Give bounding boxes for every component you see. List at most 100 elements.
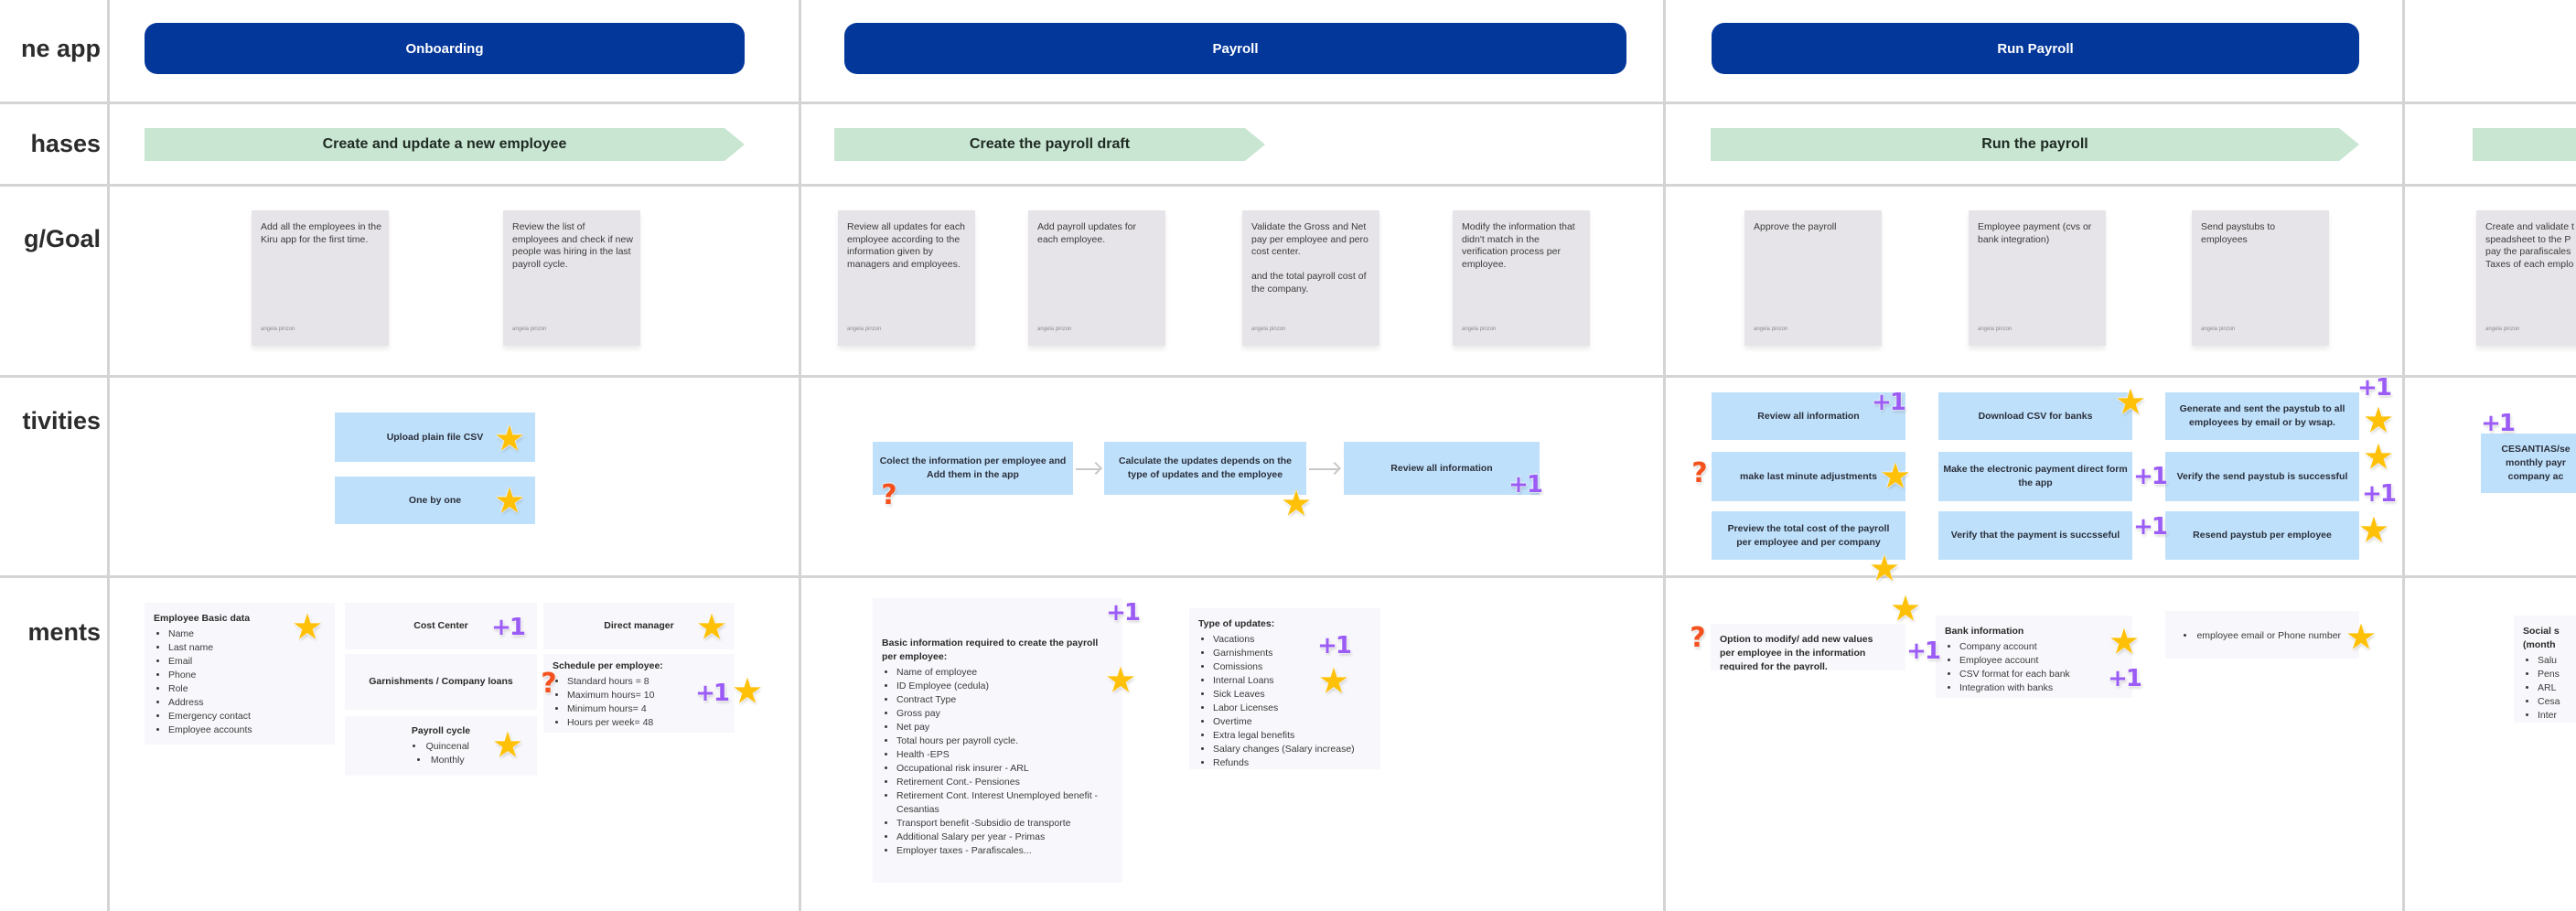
activity-card: Review all information	[1712, 392, 1905, 440]
activity-card: CESANTIAS/se monthly payr company ac	[2481, 434, 2576, 493]
requirement-item: Minimum hours= 4	[567, 702, 725, 716]
star-icon: ★	[1881, 459, 1910, 494]
goal-author: angela pinzon	[1978, 327, 2012, 332]
requirement-list: Standard hours = 8Maximum hours= 10Minim…	[553, 675, 725, 730]
requirement-title: Garnishments / Company loans	[369, 676, 513, 687]
requirement-item: employee email or Phone number	[2184, 629, 2341, 643]
column-divider	[107, 0, 110, 911]
requirement-card: Payroll cycleQuincenalMonthly	[345, 716, 537, 776]
requirement-list: QuincenalMonthly	[413, 740, 469, 767]
requirement-title: Schedule per employee:	[553, 660, 663, 671]
requirement-item: Retirement Cont.- Pensiones	[896, 776, 1113, 789]
row-label: ne app	[20, 35, 101, 62]
question-mark-icon: ?	[1691, 456, 1708, 489]
star-icon: ★	[493, 728, 522, 763]
star-icon: ★	[1106, 663, 1135, 698]
activity-card: Download CSV for banks	[1938, 392, 2132, 440]
requirement-title: Option to modify/ add new values per emp…	[1720, 634, 1873, 670]
column-divider	[2402, 0, 2405, 911]
requirement-list: SaluPensARLCesaInter	[2523, 654, 2576, 723]
requirement-title: Employee Basic data	[154, 613, 251, 624]
requirement-item: Employee accounts	[168, 723, 326, 737]
goal-author: angela pinzon	[1251, 327, 1286, 332]
requirement-item: Vacations	[1213, 633, 1371, 647]
goal-sticky-note: Modify the information that didn't match…	[1453, 210, 1590, 346]
requirement-card: employee email or Phone number	[2165, 611, 2359, 659]
requirement-item: Refunds	[1213, 756, 1371, 769]
requirement-item: Monthly	[413, 754, 469, 767]
row-label: g/Goal	[23, 225, 101, 252]
goal-text: Review all updates for each employee acc…	[847, 221, 965, 270]
activity-card: Generate and sent the paystub to all emp…	[2165, 392, 2359, 440]
requirement-item: ARL	[2538, 681, 2576, 695]
goal-text: Approve the payroll	[1754, 221, 1837, 232]
requirement-item: Name of employee	[896, 666, 1113, 680]
requirement-item: Transport benefit -Subsidio de transport…	[896, 817, 1113, 831]
star-icon: ★	[495, 422, 524, 456]
plus-one-icon: +1	[491, 614, 526, 641]
requirement-card: Garnishments / Company loans	[345, 654, 537, 710]
requirement-title: Payroll cycle	[411, 725, 471, 736]
requirement-item: Additional Salary per year - Primas	[896, 831, 1113, 844]
activity-card: Verify the send paystub is successful	[2165, 452, 2359, 501]
star-icon: ★	[2346, 620, 2376, 655]
star-icon: ★	[2364, 440, 2393, 475]
goal-sticky-note: Create and validate t speadsheet to the …	[2476, 210, 2576, 346]
goal-text: Employee payment (cvs or bank integratio…	[1978, 221, 2092, 245]
row-label: hases	[30, 130, 101, 157]
activity-card: Make the electronic payment direct form …	[1938, 452, 2132, 501]
row-divider	[0, 375, 2576, 378]
star-icon: ★	[293, 610, 322, 645]
requirement-title: Basic information required to create the…	[882, 638, 1099, 662]
goal-text: Add payroll updates for each employee.	[1037, 221, 1136, 245]
question-mark-icon: ?	[1690, 621, 1706, 654]
requirement-item: Hours per week= 48	[567, 716, 725, 730]
goal-sticky-note: Review all updates for each employee acc…	[838, 210, 975, 346]
requirement-item: Contract Type	[896, 693, 1113, 707]
requirement-item: Role	[168, 682, 326, 696]
goal-author: angela pinzon	[512, 327, 547, 332]
requirement-item: Inter	[2538, 709, 2576, 723]
requirement-item: Quincenal	[413, 740, 469, 754]
requirement-item: Company account	[1959, 640, 2123, 654]
requirement-list: employee email or Phone number	[2184, 629, 2341, 643]
plus-one-icon: +1	[2362, 480, 2397, 508]
column-divider	[1663, 0, 1666, 911]
requirement-card: Bank informationCompany accountEmployee …	[1936, 616, 2132, 698]
stage-1[interactable]: Payroll	[844, 23, 1626, 74]
requirement-title: Direct manager	[604, 620, 674, 631]
activity-card: make last minute adjustments	[1712, 452, 1905, 501]
requirement-item: Internal Loans	[1213, 674, 1371, 688]
requirement-item: Integration with banks	[1959, 681, 2123, 695]
goal-sticky-note: Employee payment (cvs or bank integratio…	[1969, 210, 2106, 346]
row-divider	[0, 184, 2576, 187]
requirement-item: Pens	[2538, 668, 2576, 681]
goal-sticky-note: Add all the employees in the Kiru app fo…	[252, 210, 389, 346]
activity-card: Calculate the updates depends on the typ…	[1104, 442, 1306, 495]
star-icon: ★	[1282, 487, 1311, 521]
requirement-item: Labor Licenses	[1213, 702, 1371, 715]
stage-2[interactable]: Run Payroll	[1712, 23, 2359, 74]
activity-card: Upload plain file CSV	[335, 413, 535, 462]
requirement-item: Retirement Cont. Interest Unemployed ben…	[896, 789, 1113, 817]
plus-one-icon: +1	[2108, 665, 2142, 692]
requirement-list: VacationsGarnishmentsComissionsInternal …	[1198, 633, 1371, 769]
column-divider	[799, 0, 801, 911]
row-label: tivities	[22, 407, 101, 434]
goal-sticky-note: Review the list of employees and check i…	[503, 210, 640, 346]
plus-one-icon: +1	[695, 680, 730, 707]
requirement-item: Employee account	[1959, 654, 2123, 668]
plus-one-icon: +1	[2133, 463, 2168, 490]
requirement-list: Name of employeeID Employee (cedula)Cont…	[882, 666, 1113, 858]
stage-0[interactable]: Onboarding	[145, 23, 745, 74]
activity-card: One by one	[335, 477, 535, 524]
requirement-card: Cost Center	[345, 603, 537, 649]
flow-arrow	[1076, 468, 1100, 470]
phase-arrow-2: Run the payroll	[1711, 128, 2359, 161]
plus-one-icon: +1	[1906, 638, 1941, 665]
plus-one-icon: +1	[2133, 513, 2168, 541]
star-icon: ★	[2364, 403, 2393, 438]
goal-text: Validate the Gross and Net pay per emplo…	[1251, 221, 1368, 295]
requirement-card: Schedule per employee: Standard hours = 8…	[543, 654, 735, 733]
